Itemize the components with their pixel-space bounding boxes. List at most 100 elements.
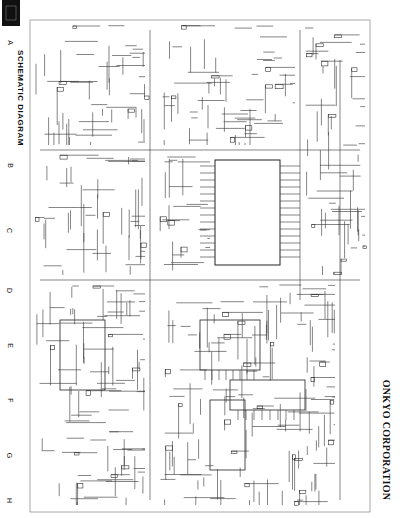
- wire: [36, 314, 37, 344]
- wire: [116, 290, 117, 319]
- wire: [78, 391, 79, 417]
- wire: [184, 497, 225, 498]
- wire: [50, 292, 51, 325]
- wire: [235, 118, 256, 119]
- wire: [303, 288, 327, 289]
- wire: [316, 440, 317, 450]
- wire: [190, 112, 198, 113]
- wire: [358, 155, 359, 162]
- wire: [93, 253, 112, 254]
- display-pin: [238, 410, 239, 420]
- bus-wire: [40, 280, 360, 281]
- component-symbol: [266, 67, 271, 71]
- wire: [106, 107, 136, 108]
- wire: [361, 216, 365, 217]
- wire: [210, 498, 236, 499]
- wire: [180, 369, 207, 370]
- wire: [87, 158, 114, 159]
- component-symbol: [133, 368, 140, 371]
- wire: [356, 125, 365, 126]
- wire: [70, 210, 71, 229]
- wire: [311, 399, 334, 400]
- wire: [198, 439, 199, 459]
- wire: [133, 293, 145, 294]
- wire: [348, 224, 349, 245]
- component-symbol: [165, 369, 170, 374]
- wire: [252, 74, 258, 75]
- wire: [99, 66, 120, 67]
- wire: [165, 433, 194, 434]
- wire: [213, 389, 238, 390]
- wire: [178, 404, 179, 439]
- wire: [353, 170, 354, 191]
- wire: [200, 399, 201, 415]
- wire: [109, 431, 119, 432]
- wire: [173, 254, 185, 255]
- wire: [252, 413, 253, 437]
- ic-pin: [280, 257, 300, 258]
- wire: [209, 342, 210, 352]
- ic-pin: [200, 257, 215, 258]
- component-symbol: [179, 404, 183, 407]
- wire: [136, 256, 146, 257]
- wire: [308, 198, 344, 199]
- ic-pin: [200, 166, 215, 167]
- wire: [189, 128, 190, 144]
- wire: [190, 47, 191, 73]
- wire: [138, 472, 145, 473]
- wire: [326, 448, 327, 467]
- wire: [208, 105, 209, 128]
- wire: [108, 312, 124, 313]
- wire: [320, 172, 347, 173]
- grid-letter: B: [6, 162, 13, 169]
- wire: [46, 340, 69, 341]
- wire: [97, 479, 133, 480]
- wire: [141, 251, 145, 252]
- wire: [78, 475, 91, 476]
- wire: [253, 408, 265, 409]
- wire: [97, 194, 98, 218]
- wire: [214, 78, 215, 86]
- wire: [177, 93, 178, 114]
- wire: [312, 327, 313, 352]
- wire: [226, 79, 227, 102]
- wire: [97, 316, 107, 317]
- component-symbol: [225, 420, 231, 424]
- component-symbol: [231, 451, 237, 454]
- wire: [84, 497, 118, 498]
- wire: [217, 337, 252, 338]
- wire: [50, 307, 65, 308]
- wire: [139, 301, 145, 302]
- component-symbol: [160, 217, 166, 222]
- wire: [101, 362, 102, 397]
- component-symbol: [103, 213, 109, 217]
- component-symbol: [230, 137, 234, 142]
- wire: [134, 456, 135, 489]
- wire: [169, 205, 170, 229]
- wire: [167, 157, 195, 158]
- wire: [164, 264, 198, 265]
- wire: [69, 387, 70, 422]
- wire: [121, 293, 122, 324]
- component-symbol: [59, 82, 66, 85]
- component-symbol: [166, 446, 173, 450]
- wire: [298, 451, 299, 469]
- wire: [42, 438, 43, 450]
- component-symbol: [341, 259, 347, 261]
- ic-outline: [60, 320, 105, 390]
- bus-wire: [40, 150, 360, 151]
- ic-pin: [280, 215, 300, 216]
- bus-wire: [150, 30, 151, 500]
- wire: [197, 480, 198, 489]
- wire: [65, 420, 90, 421]
- wire: [328, 115, 329, 136]
- grid-letter: D: [7, 286, 14, 293]
- wire: [250, 109, 251, 145]
- wire: [306, 172, 307, 196]
- wire: [288, 411, 319, 412]
- wire: [226, 396, 236, 397]
- wire: [211, 342, 224, 343]
- wire: [226, 389, 227, 403]
- wire: [281, 313, 314, 314]
- wire: [289, 451, 290, 482]
